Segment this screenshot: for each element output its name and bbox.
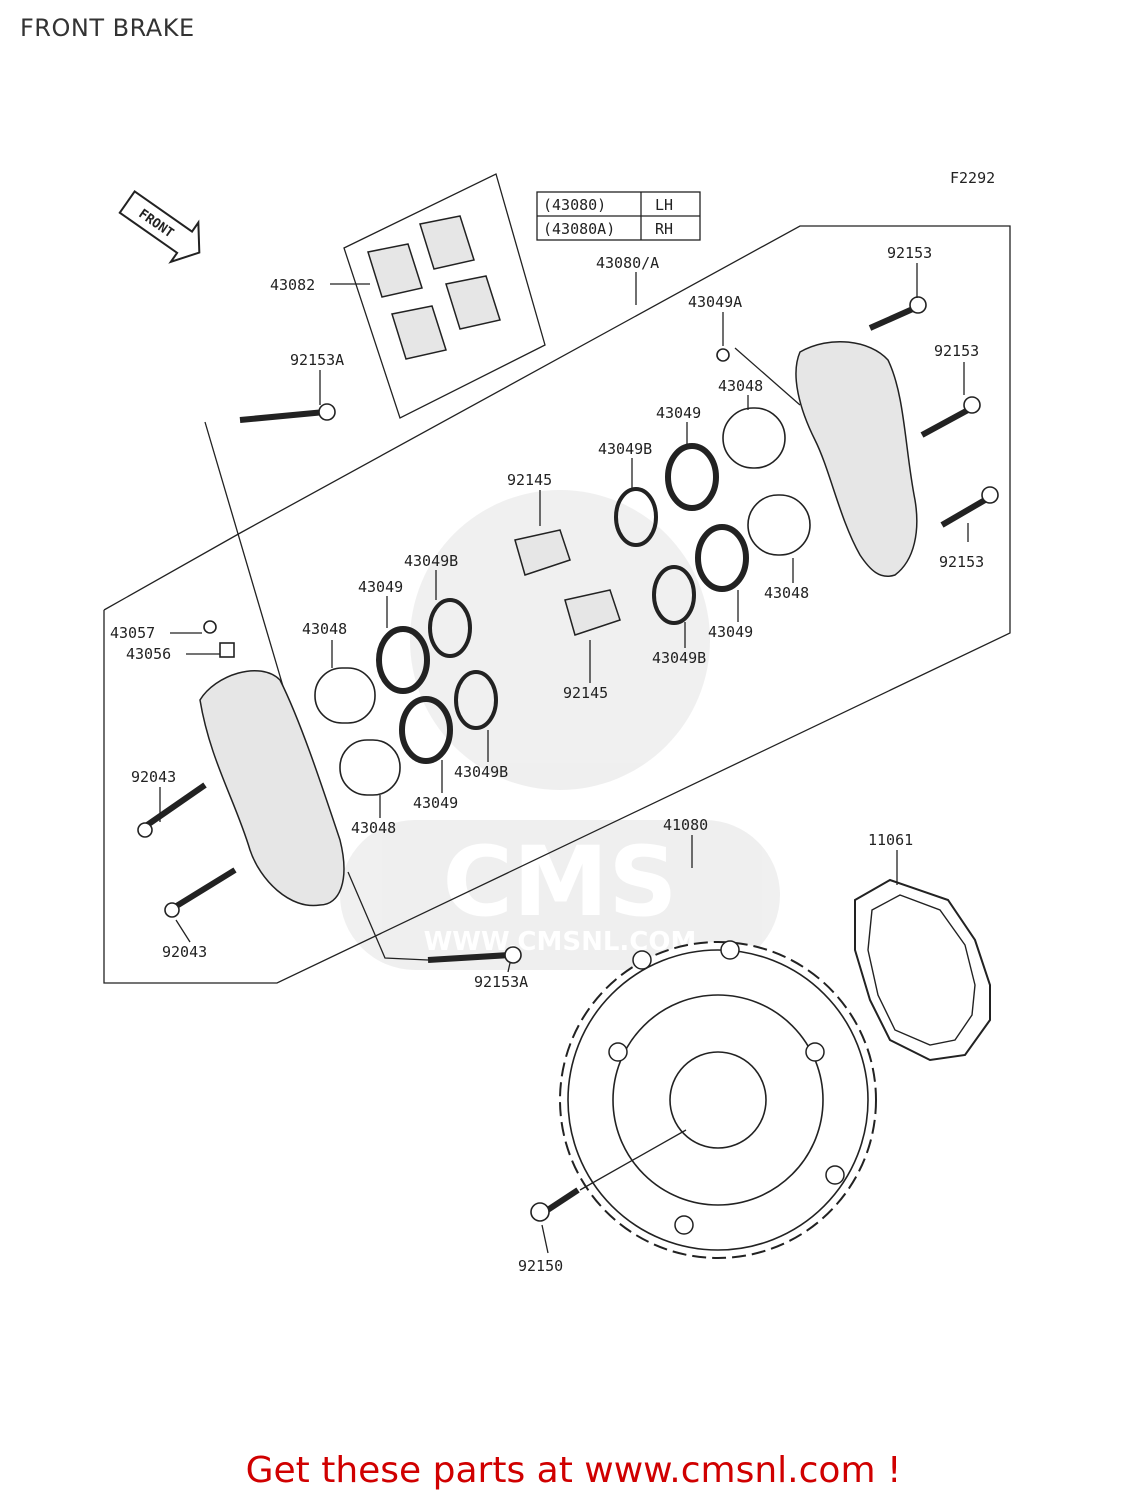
variant-part-lh: (43080) bbox=[543, 196, 606, 214]
promo-link[interactable]: Get these parts at www.cmsnl.com ! bbox=[245, 1450, 902, 1491]
part-label: 43048 bbox=[718, 377, 763, 395]
part-labels: 43082 43080/A 92153 43049A 92153 92153A … bbox=[110, 244, 984, 1275]
part-label: 92150 bbox=[518, 1257, 563, 1275]
watermark-brand: CMS bbox=[442, 826, 677, 938]
part-label: 43049 bbox=[358, 578, 403, 596]
part-label: 92043 bbox=[131, 768, 176, 786]
watermark: CMS WWW.CMSNL.COM bbox=[340, 490, 780, 970]
part-label: 43049B bbox=[404, 552, 458, 570]
caliper-inner-outline bbox=[204, 421, 291, 711]
part-label: 92145 bbox=[507, 471, 552, 489]
bolts bbox=[137, 296, 999, 1222]
disc-shim bbox=[854, 878, 991, 1062]
part-label: 92153 bbox=[934, 342, 979, 360]
figure-code: F2292 bbox=[950, 169, 995, 187]
part-label: 43049B bbox=[454, 763, 508, 781]
pad-spring-upper bbox=[514, 529, 571, 576]
right-caliper-half bbox=[795, 341, 918, 577]
variant-side-lh: LH bbox=[655, 196, 673, 214]
part-label: 43048 bbox=[764, 584, 809, 602]
part-label: 43056 bbox=[126, 645, 171, 663]
watermark-url: WWW.CMSNL.COM bbox=[424, 927, 697, 957]
part-label: 43049 bbox=[413, 794, 458, 812]
part-label: 11061 bbox=[868, 831, 913, 849]
variant-table: (43080) LH (43080A) RH bbox=[536, 191, 701, 241]
part-label: 43049B bbox=[598, 440, 652, 458]
left-caliper-half bbox=[199, 670, 345, 907]
variant-part-rh: (43080A) bbox=[543, 220, 615, 238]
part-label: 43057 bbox=[110, 624, 155, 642]
part-label: 43048 bbox=[302, 620, 347, 638]
caliper-assembly-outline bbox=[103, 225, 1011, 984]
part-label: 43080/A bbox=[596, 254, 659, 272]
piston-seals bbox=[376, 443, 749, 764]
part-label: 92153 bbox=[939, 553, 984, 571]
variant-side-rh: RH bbox=[655, 220, 673, 238]
part-label: 43049 bbox=[656, 404, 701, 422]
part-label: 41080 bbox=[663, 816, 708, 834]
pad-spring-lower bbox=[564, 589, 621, 636]
part-label: 92153A bbox=[474, 973, 528, 991]
page-title: FRONT BRAKE bbox=[20, 14, 195, 42]
part-label: 43049A bbox=[688, 293, 742, 311]
part-label: 92153A bbox=[290, 351, 344, 369]
brake-pad-set bbox=[343, 173, 546, 419]
leader-lines bbox=[159, 263, 969, 1254]
part-label: 43049B bbox=[652, 649, 706, 667]
part-label: 92043 bbox=[162, 943, 207, 961]
pistons bbox=[314, 407, 811, 796]
part-label: 43082 bbox=[270, 276, 315, 294]
part-label: 92153 bbox=[887, 244, 932, 262]
brake-disc bbox=[559, 940, 877, 1259]
front-direction-icon: FRONT bbox=[118, 190, 201, 264]
part-label: 43049 bbox=[708, 623, 753, 641]
part-label: 43048 bbox=[351, 819, 396, 837]
exploded-parts-diagram: CMS WWW.CMSNL.COM F2292 FRONT (43080) LH… bbox=[103, 169, 1011, 1275]
part-label: 92145 bbox=[563, 684, 608, 702]
